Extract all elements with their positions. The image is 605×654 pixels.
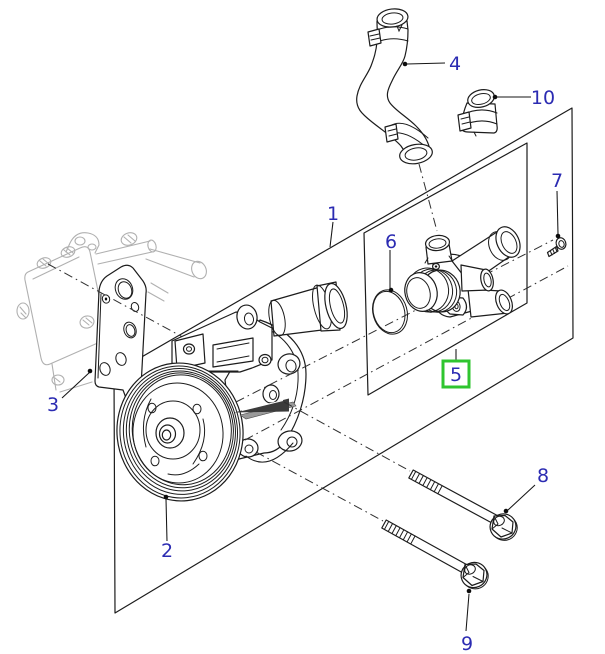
callout-label-4[interactable]: 4 <box>449 53 461 75</box>
pump-top-lug <box>236 304 258 330</box>
leader-lines <box>61 61 561 632</box>
center-line-lower-axis <box>244 265 569 441</box>
center-line-main-axis <box>235 239 554 403</box>
hose-clamp-top <box>367 26 409 47</box>
connector-part-10 <box>457 89 498 137</box>
callout-5-highlight-box[interactable] <box>441 359 471 389</box>
leader-9 <box>465 593 470 632</box>
callout-label-10[interactable]: 10 <box>531 87 555 109</box>
pump-outlet-pipe <box>268 281 348 337</box>
center-line-bracket <box>47 263 191 342</box>
inner-panel-part-5-group <box>363 142 528 396</box>
leader-8 <box>507 484 536 511</box>
direction-arrow <box>234 398 297 420</box>
center-line-bolt-9 <box>255 451 384 522</box>
callout-label-8[interactable]: 8 <box>537 465 549 487</box>
ghost-engine-sketch <box>16 232 207 393</box>
leader-3 <box>61 371 91 399</box>
leader-1 <box>329 221 334 248</box>
bracket-part-3 <box>94 264 147 399</box>
callout-label-5[interactable]: 5 <box>450 364 462 386</box>
screw-part-7 <box>546 237 567 258</box>
callout-label-2[interactable]: 2 <box>161 540 173 562</box>
thermostat-housing-part-5 <box>404 226 521 318</box>
callout-label-3[interactable]: 3 <box>47 394 59 416</box>
bolt-part-8 <box>408 469 518 541</box>
pulley <box>116 362 244 502</box>
center-line-hose <box>418 163 438 232</box>
callout-label-1[interactable]: 1 <box>327 203 339 225</box>
callout-label-7[interactable]: 7 <box>551 170 563 192</box>
water-pump-part-2 <box>116 281 348 502</box>
center-line-bolt-8 <box>283 401 411 472</box>
leader-2 <box>165 498 168 542</box>
o-ring-part-6 <box>372 289 408 335</box>
callout-label-6[interactable]: 6 <box>385 231 397 253</box>
leader-7 <box>556 190 559 235</box>
connector-clamp <box>457 109 498 132</box>
hose-part-4 <box>356 8 433 165</box>
hose-clamp-bottom <box>384 122 429 149</box>
thermostat-elbow <box>424 234 454 271</box>
leader-4 <box>406 62 446 65</box>
callout-label-9[interactable]: 9 <box>461 633 473 654</box>
outer-panel-part-1 <box>113 107 574 614</box>
bolt-part-9 <box>381 519 489 590</box>
thermostat-cap <box>404 267 461 313</box>
